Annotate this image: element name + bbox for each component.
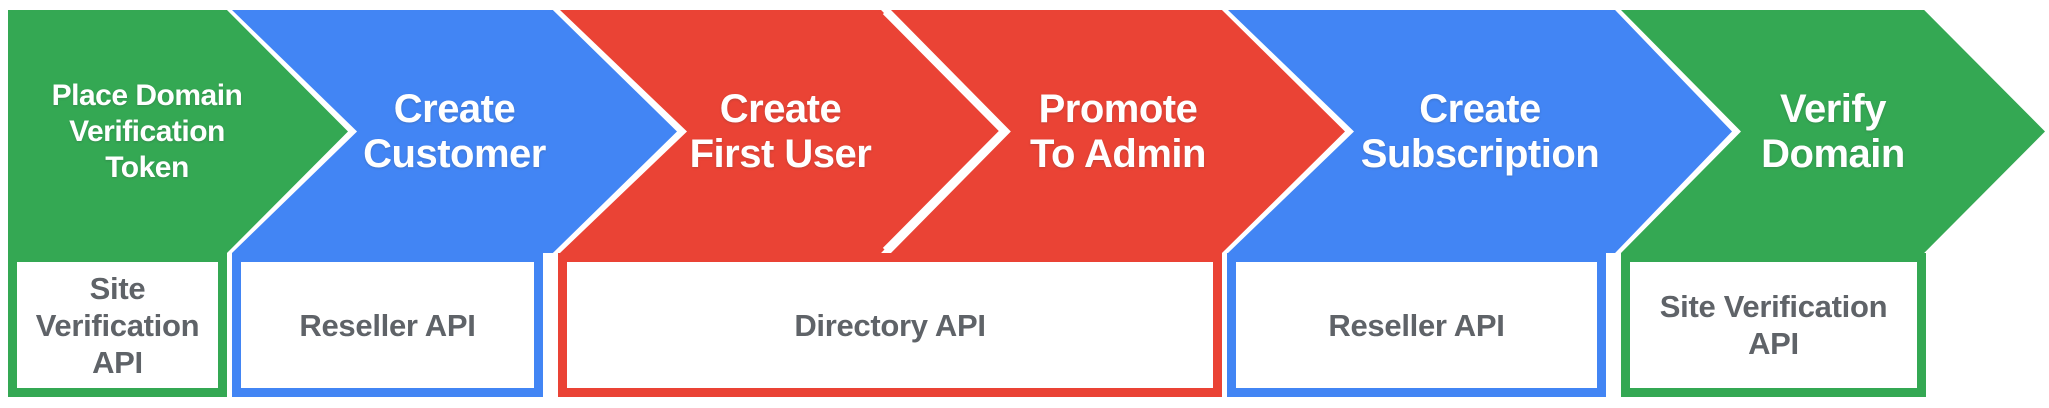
api-box-reseller-left: Reseller API (232, 253, 543, 397)
api-box-directory: Directory API (558, 253, 1222, 397)
api-box-reseller-right: Reseller API (1227, 253, 1606, 397)
api-box-site-verification-right-label: Site Verification API (1630, 262, 1917, 388)
api-box-site-verification-left: Site Verification API (8, 253, 227, 397)
api-box-site-verification-left-label: Site Verification API (17, 262, 218, 388)
api-box-reseller-left-label: Reseller API (241, 262, 534, 388)
api-box-site-verification-right: Site Verification API (1621, 253, 1926, 397)
api-box-reseller-right-label: Reseller API (1236, 262, 1597, 388)
api-box-directory-label: Directory API (567, 262, 1213, 388)
